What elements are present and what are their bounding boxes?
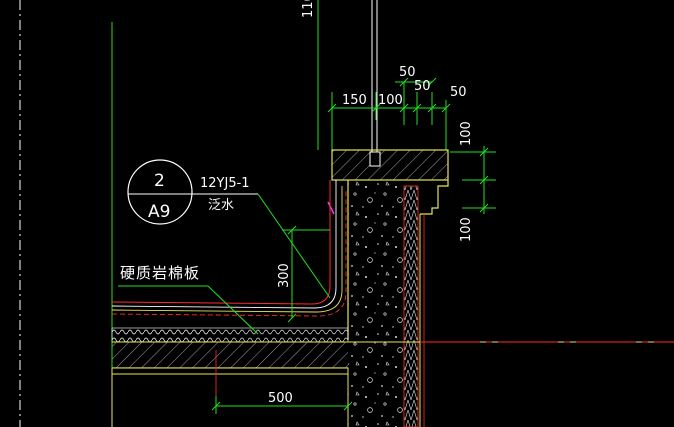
dim-text-100-top: 100 [378,93,403,108]
detail-callout-sheet: A9 [148,202,170,222]
detail-callout-circle [127,159,193,225]
roof-slab [112,342,348,368]
exterior-insulation-band [403,185,419,427]
magenta-marker [327,201,335,215]
dim-text-50-top: 50 [399,65,416,80]
parapet-wall-concrete [348,180,404,427]
beam-below [111,367,349,375]
atlas-reference-code: 12YJ5-1 [200,176,250,191]
railing-anchor [369,151,381,167]
dim-500-lines [211,396,353,414]
dim-text-50-mid: 50 [414,79,431,94]
dim-text-100-right-bottom: 100 [459,217,474,242]
dim-text-110: 110 [301,0,316,18]
dim-text-50-right: 50 [450,85,467,100]
atlas-reference-item: 泛水 [208,198,234,213]
roof-foam-layer [112,328,212,342]
waterproof-upturn [111,180,347,317]
dim-300-lines [282,225,330,323]
dim-text-500: 500 [268,391,293,406]
right-dimension-chain [450,146,496,214]
dim-text-100-right-top: 100 [459,121,474,146]
dim-text-150: 150 [342,93,367,108]
material-label-leader [207,285,259,335]
material-label: 硬质岩棉板 [120,264,200,282]
detail-callout-number: 2 [154,171,165,191]
dim-text-300: 300 [277,263,292,288]
parapet-cap [331,149,449,181]
parapet-drip-edge [420,180,449,215]
callout-pointer [257,193,331,299]
top-dimension-chain [327,77,451,150]
